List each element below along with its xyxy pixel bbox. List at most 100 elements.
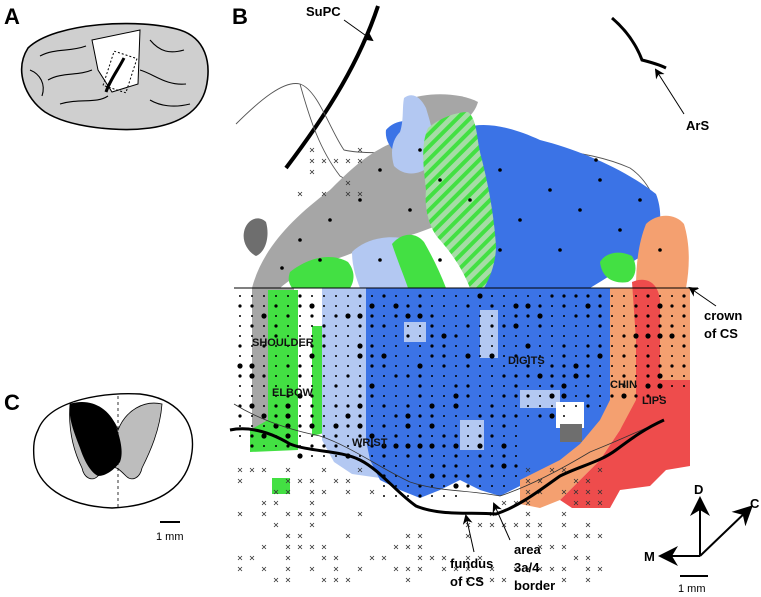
electrode-dot [563, 415, 565, 417]
electrode-dot [455, 355, 457, 357]
unresponsive-site [297, 478, 303, 484]
electrode-dot [515, 445, 517, 447]
electrode-dot [370, 314, 374, 318]
electrode-dot [491, 485, 493, 487]
electrode-dots [237, 148, 686, 498]
electrode-dot [549, 393, 555, 399]
electrode-dot [518, 218, 522, 222]
electrode-dot [359, 375, 361, 377]
electrode-dot [239, 355, 241, 357]
electrode-dot [381, 353, 387, 359]
unresponsive-site [465, 555, 471, 561]
electrode-dot [526, 314, 530, 318]
electrode-dot [430, 354, 434, 358]
unresponsive-site [321, 158, 327, 164]
electrode-dot [407, 475, 409, 477]
electrode-dot [611, 385, 613, 387]
electrode-dot [311, 435, 313, 437]
electrode-dot [275, 375, 277, 377]
electrode-dot [249, 373, 255, 379]
electrode-dot [587, 325, 589, 327]
electrode-dot [635, 325, 637, 327]
electrode-dot [502, 454, 506, 458]
electrode-dot [611, 315, 613, 317]
unresponsive-site [261, 511, 267, 517]
electrode-dot [443, 485, 445, 487]
electrode-dot [347, 355, 349, 357]
electrode-dot [646, 324, 650, 328]
electrode-dot [443, 295, 445, 297]
unresponsive-site [525, 489, 531, 495]
unresponsive-site [597, 533, 603, 539]
electrode-dot [419, 425, 421, 427]
electrode-dot [527, 335, 529, 337]
electrode-dot [466, 364, 470, 368]
electrode-dot [438, 258, 442, 262]
electrode-dot [358, 414, 362, 418]
unresponsive-site [441, 555, 447, 561]
electrode-dot [550, 364, 554, 368]
electrode-dot [357, 343, 363, 349]
electrode-dot [395, 495, 397, 497]
electrode-dot [310, 344, 314, 348]
electrode-dot [550, 384, 554, 388]
unresponsive-site [309, 522, 315, 528]
electrode-dot [575, 405, 577, 407]
unresponsive-site [249, 467, 255, 473]
unresponsive-site [309, 489, 315, 495]
unresponsive-site [561, 522, 567, 528]
electrode-dot [299, 335, 301, 337]
unresponsive-site [489, 522, 495, 528]
electrode-dot [335, 335, 337, 337]
electrode-dot [383, 415, 385, 417]
electrode-dot [418, 374, 422, 378]
electrode-dot [318, 258, 322, 262]
electrode-dot [575, 325, 577, 327]
electrode-dot [683, 375, 685, 377]
region-chin-upper [636, 215, 689, 288]
electrode-dot [297, 453, 303, 459]
electrode-dot [514, 394, 518, 398]
electrode-dot [299, 345, 301, 347]
electrode-dot [263, 445, 265, 447]
electrode-dot [478, 474, 482, 478]
unresponsive-site [393, 566, 399, 572]
region-digits-lower [366, 288, 612, 498]
electrode-dot [395, 425, 397, 427]
unresponsive-site [309, 500, 315, 506]
electrode-dot [251, 385, 253, 387]
lower-thin-trace [233, 403, 665, 497]
electrode-dot [515, 455, 517, 457]
scale-label-b: 1 mm [678, 583, 706, 595]
electrode-dot [586, 314, 590, 318]
electrode-dot [599, 365, 601, 367]
electrode-dot [419, 405, 421, 407]
electrode-dot [671, 375, 673, 377]
electrode-dot [383, 335, 385, 337]
electrode-dot [598, 324, 602, 328]
electrode-dot [311, 295, 313, 297]
unresponsive-site [345, 158, 351, 164]
electrode-dot [322, 344, 326, 348]
electrode-dot [646, 374, 650, 378]
electrode-dot [515, 405, 517, 407]
electrode-dot [310, 404, 314, 408]
electrode-dot [598, 294, 602, 298]
electrode-dot [383, 435, 385, 437]
electrode-dot [335, 355, 337, 357]
electrode-dot [275, 395, 277, 397]
electrode-dot [442, 354, 446, 358]
electrode-dot [275, 385, 277, 387]
brain-central-sulcus [104, 57, 126, 93]
electrode-dot [682, 294, 686, 298]
electrode-dot [347, 435, 349, 437]
electrode-dot [378, 258, 382, 262]
electrode-dot [382, 454, 386, 458]
unresponsive-site [417, 544, 423, 550]
electrode-dot [465, 353, 471, 359]
electrode-dot [527, 355, 529, 357]
electrode-dot [431, 375, 433, 377]
electrode-dot [251, 315, 253, 317]
unresponsive-site [309, 566, 315, 572]
